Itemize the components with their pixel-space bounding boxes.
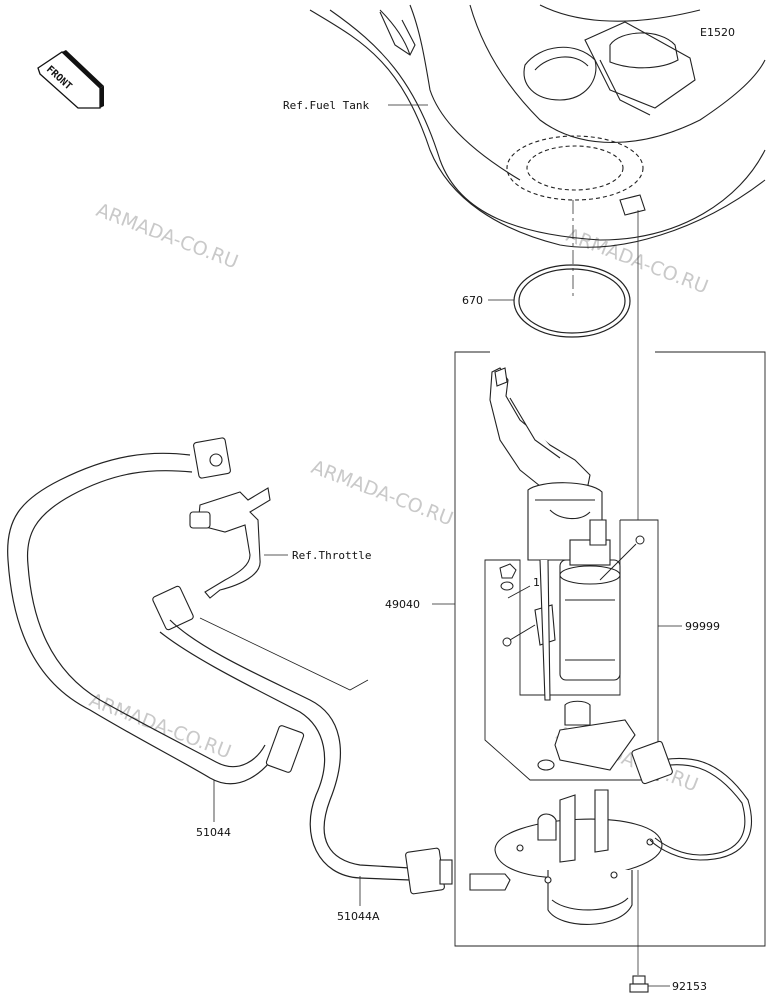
diagram-code: E1520 xyxy=(700,26,735,39)
callout-pump-assy: 49040 xyxy=(385,598,420,611)
watermark-4: ARMADA-CO.RU xyxy=(86,689,234,763)
fuel-pump-assembly xyxy=(469,367,663,925)
callout-throttle: Ref.Throttle xyxy=(292,549,371,562)
callout-hose-a: 51044A xyxy=(337,910,380,923)
fastener-hardware xyxy=(499,535,645,647)
callout-index: 1 xyxy=(533,576,540,589)
hose-connectors xyxy=(152,437,305,773)
wire-harness xyxy=(631,740,752,861)
callout-hose: 51044 xyxy=(196,826,231,839)
fuel-tank xyxy=(309,4,766,248)
hose-a-connector xyxy=(405,847,453,895)
callout-fuel-tank: Ref.Fuel Tank xyxy=(283,99,369,112)
hose-routing-bracket xyxy=(199,617,369,691)
watermark-2: ARMADA-CO.RU xyxy=(563,224,711,298)
throttle-fitting xyxy=(189,487,271,599)
watermark-1: ARMADA-CO.RU xyxy=(93,199,241,273)
callout-gasket: 670 xyxy=(462,294,483,307)
bolt-92153 xyxy=(629,975,649,993)
callout-bolt: 92153 xyxy=(672,980,707,993)
gasket-670 xyxy=(513,264,631,338)
watermark-3: ARMADA-CO.RU xyxy=(308,456,456,530)
front-arrow-icon: FRONT xyxy=(37,50,104,109)
callout-kit: 99999 xyxy=(685,620,720,633)
fuel-hose-51044 xyxy=(7,452,276,785)
leader-index xyxy=(507,585,531,599)
kit-bracket xyxy=(484,519,659,781)
pump-assy-bracket xyxy=(454,351,766,947)
fuel-hose-51044a xyxy=(159,619,411,881)
